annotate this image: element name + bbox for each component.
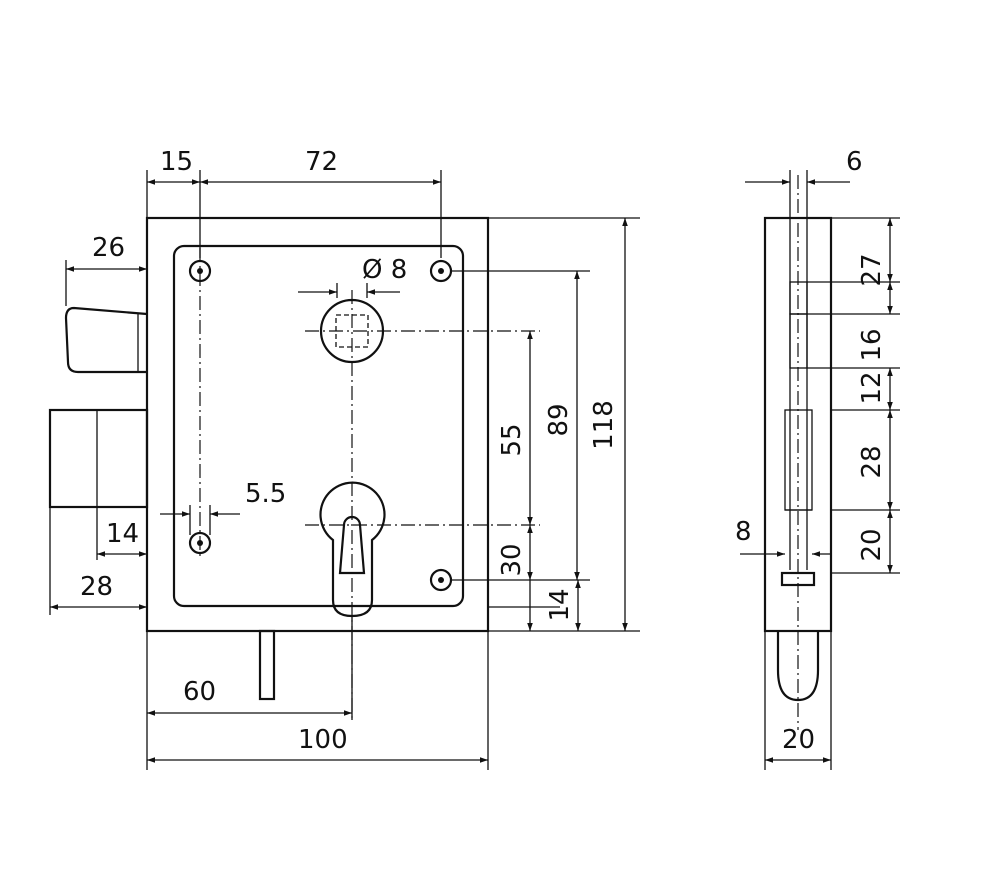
deadbolt <box>48 408 149 509</box>
dim-spindle-diameter: Ø 8 <box>362 255 407 285</box>
front-view: 15 72 26 Ø 8 5.5 14 28 55 89 118 30 14 6… <box>48 147 640 770</box>
dim-deadbolt-width: 28 <box>80 572 113 602</box>
dim-case-width: 100 <box>298 725 348 755</box>
dim-latch-left: 14 <box>106 519 139 549</box>
dim-backset: 60 <box>183 677 216 707</box>
cylinder-profile <box>319 481 386 618</box>
dim-hole-spacing-top: 72 <box>305 147 338 177</box>
dim-seg-20: 20 <box>857 528 887 561</box>
inner-plate <box>172 244 465 608</box>
dim-cylinder-to-hole: 30 <box>497 543 527 576</box>
dim-forend-thickness: 6 <box>846 147 863 177</box>
dim-spindle-to-cylinder: 55 <box>497 423 527 456</box>
dim-hole-spacing-vertical: 89 <box>544 403 574 436</box>
dim-seg-28: 28 <box>857 445 887 478</box>
follower-tail <box>258 629 276 701</box>
dim-screw-hole: 5.5 <box>245 479 286 509</box>
dim-seg-16: 16 <box>857 328 887 361</box>
dim-bolt-length: 26 <box>92 233 125 263</box>
side-view: 6 27 16 12 28 20 8 20 <box>735 147 900 770</box>
screw-holes <box>188 259 453 592</box>
dim-seg-27: 27 <box>857 253 887 286</box>
dim-side-8: 8 <box>735 517 752 547</box>
dim-bottom-offset: 14 <box>545 588 575 621</box>
latch-bolt <box>64 306 148 374</box>
dim-top-offset: 15 <box>160 147 193 177</box>
dim-seg-12: 12 <box>857 371 887 404</box>
dim-case-height: 118 <box>589 400 619 450</box>
dim-bottom-width: 20 <box>782 725 815 755</box>
side-bolt-stub <box>776 631 820 702</box>
